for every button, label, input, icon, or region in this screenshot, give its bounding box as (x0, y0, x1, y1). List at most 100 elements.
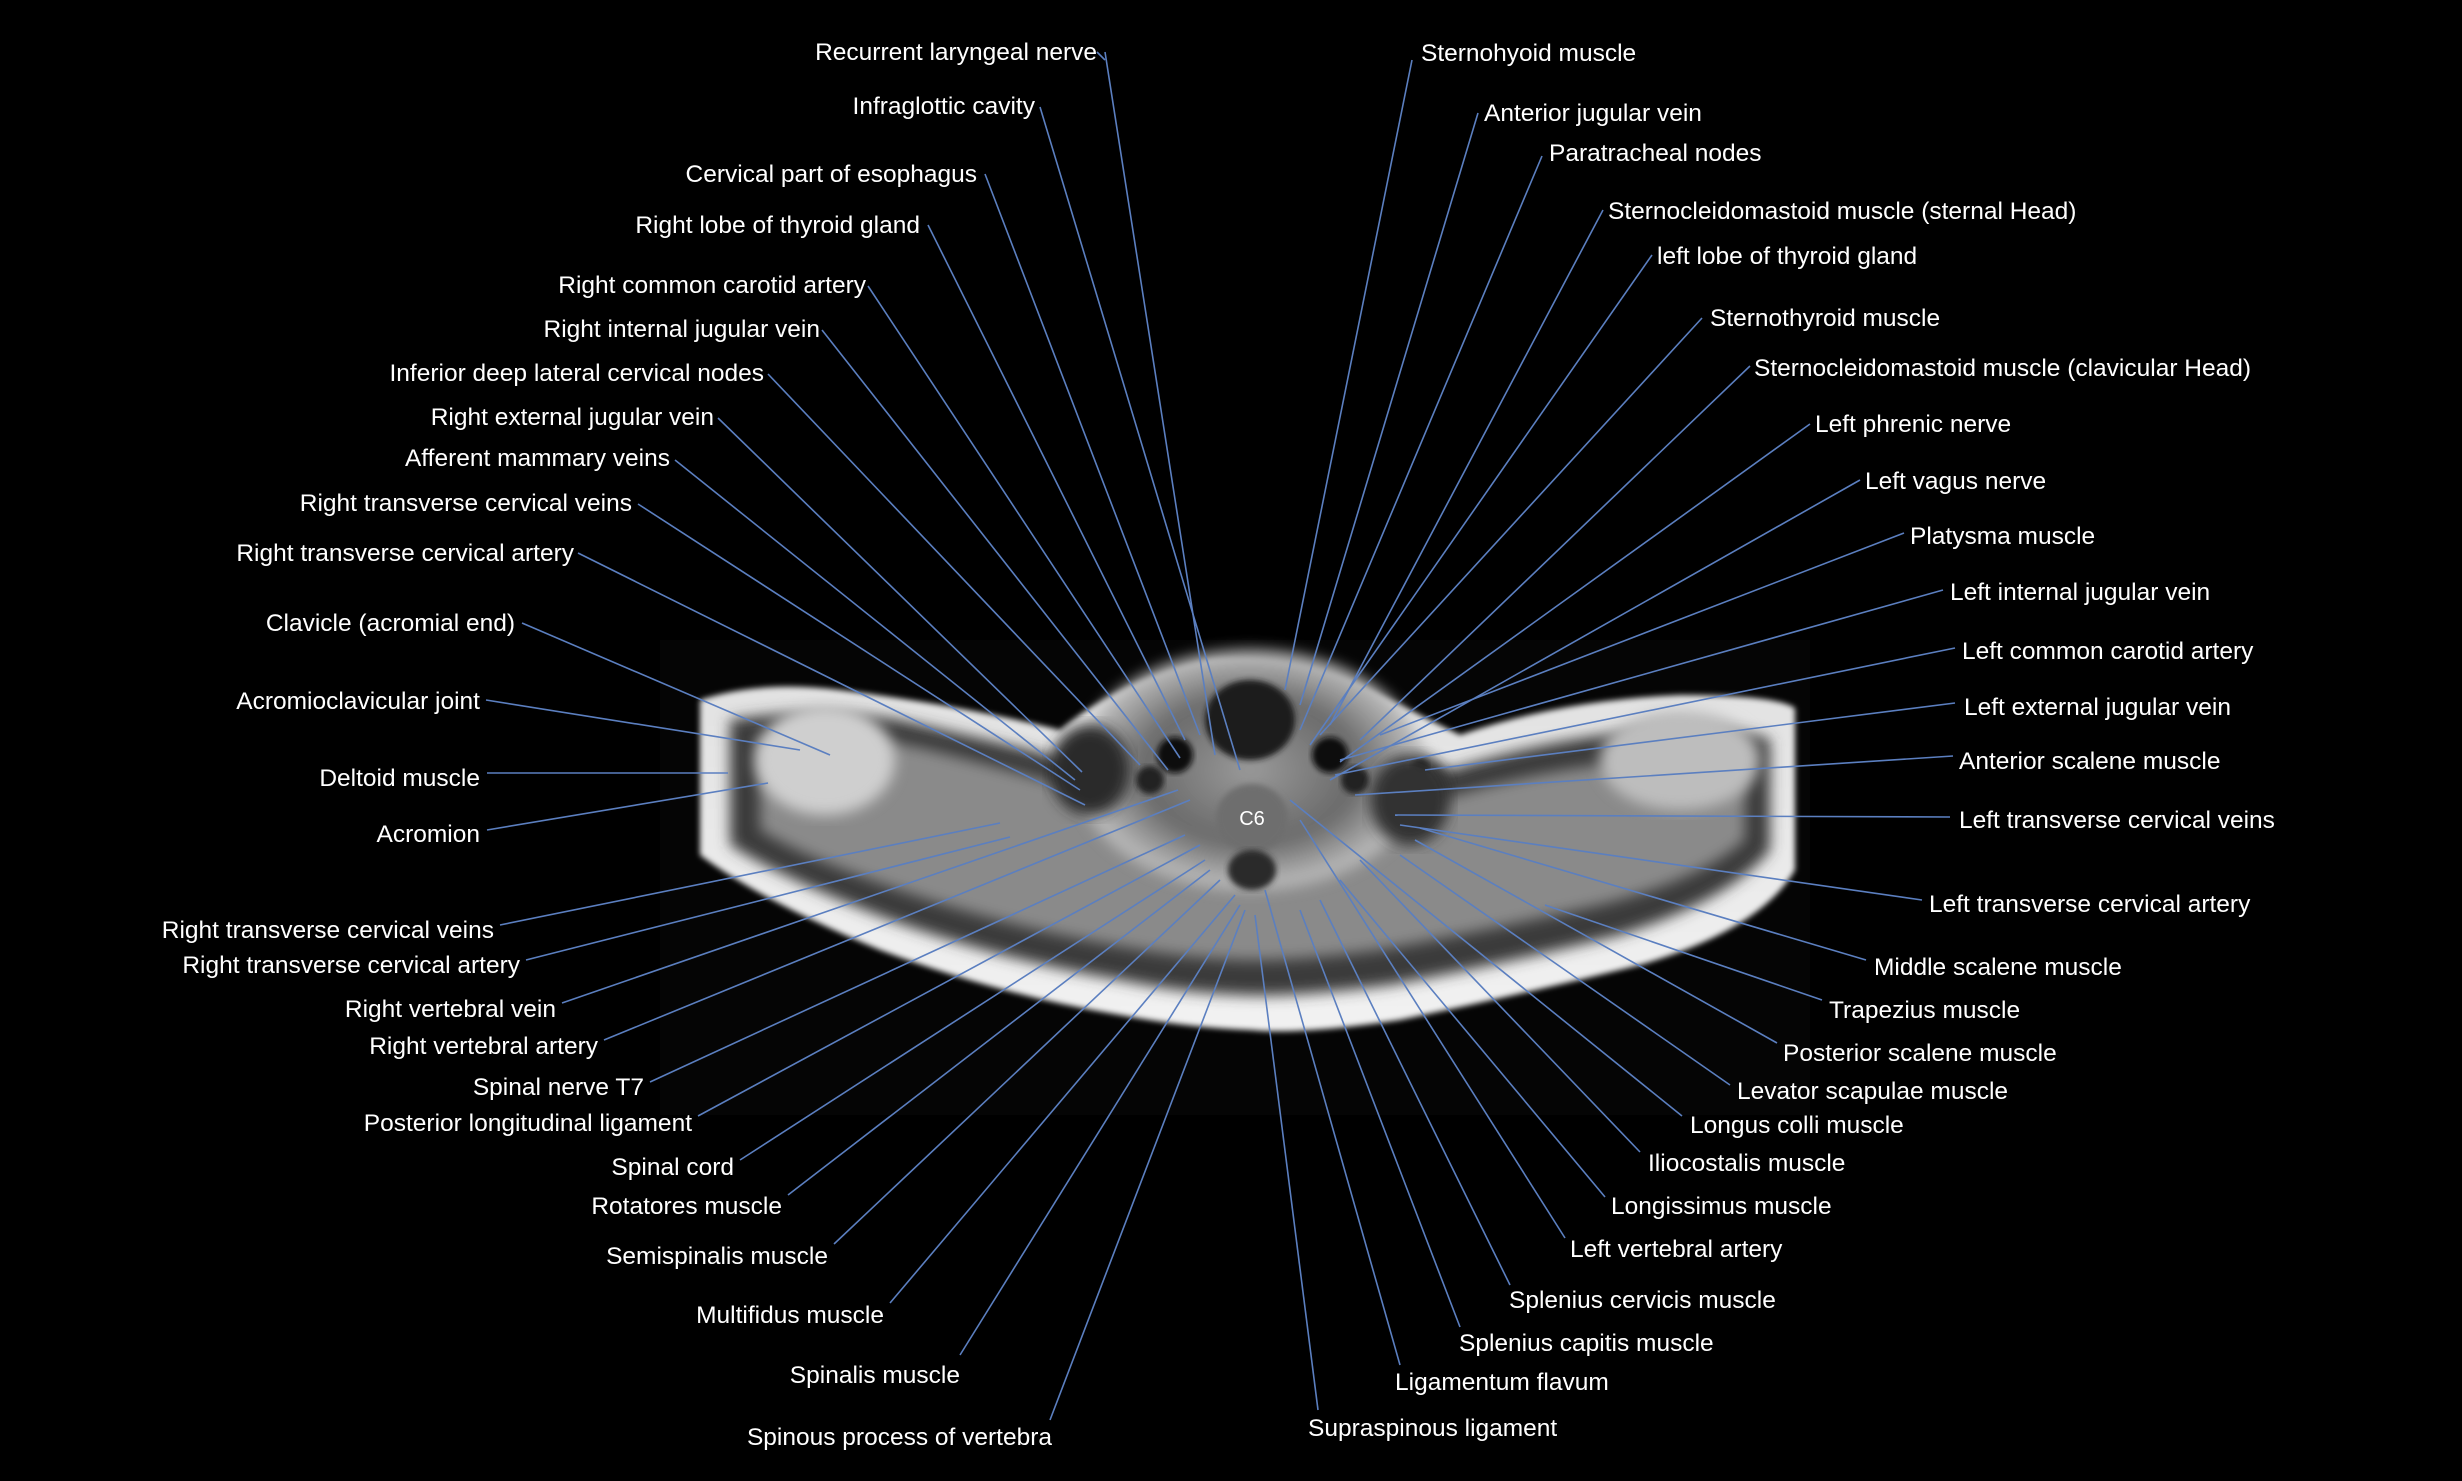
label-acromioclavicular-joint: Acromioclavicular joint (236, 688, 480, 715)
leader-line (1289, 799, 1683, 1117)
leader-line (1284, 59, 1413, 691)
leader-line (637, 503, 1081, 791)
label-deltoid-muscle: Deltoid muscle (319, 765, 480, 792)
label-afferent-mammary-veins: Afferent mammary veins (405, 445, 670, 472)
label-anterior-jugular-vein: Anterior jugular vein (1484, 100, 1702, 127)
leader-line (521, 622, 831, 756)
leader-line (1419, 827, 1867, 961)
leader-line (833, 879, 1221, 1245)
leader-line (1354, 755, 1954, 796)
label-left-transverse-cervical-artery: Left transverse cervical artery (1929, 891, 2251, 918)
leader-line (927, 224, 1186, 741)
label-spinous-process: Spinous process of vertebra (747, 1424, 1052, 1451)
label-right-external-jugular: Right external jugular vein (431, 404, 714, 431)
leader-line (1544, 904, 1823, 1001)
leader-line (1339, 423, 1811, 763)
label-splenius-cervicis: Splenius cervicis muscle (1509, 1287, 1776, 1314)
leader-line (767, 373, 1141, 766)
label-scm-sternal-head: Sternocleidomastoid muscle (sternal Head… (1608, 198, 2076, 225)
label-right-transverse-cervical-veins-1: Right transverse cervical veins (300, 490, 632, 517)
leader-line (1329, 479, 1861, 781)
label-acromion: Acromion (377, 821, 480, 848)
label-right-internal-jugular: Right internal jugular vein (544, 316, 820, 343)
leader-line (649, 834, 1186, 1083)
label-sternohyoid-muscle: Sternohyoid muscle (1421, 40, 1636, 67)
leader-line (1299, 819, 1566, 1239)
leader-line (1414, 839, 1778, 1044)
label-left-common-carotid: Left common carotid artery (1962, 638, 2254, 665)
leader-line (486, 782, 769, 831)
leader-line (1299, 112, 1479, 706)
label-trapezius-muscle: Trapezius muscle (1829, 997, 2020, 1024)
leader-line (821, 329, 1169, 771)
label-levator-scapulae: Levator scapulae muscle (1737, 1078, 2008, 1105)
label-spinal-cord: Spinal cord (611, 1154, 734, 1181)
leader-line (1424, 702, 1956, 771)
leader-line (1039, 106, 1241, 771)
leader-line (697, 844, 1201, 1117)
leader-line (525, 836, 1011, 961)
label-longus-colli: Longus colli muscle (1690, 1112, 1904, 1139)
label-multifidus-muscle: Multifidus muscle (696, 1302, 884, 1329)
leader-line (1049, 909, 1246, 1421)
leader-line (1334, 647, 1956, 776)
label-ligamentum-flavum: Ligamentum flavum (1395, 1369, 1609, 1396)
leader-line (1399, 854, 1731, 1086)
vertebra-level-label: C6 (1239, 808, 1265, 830)
right-labels: Sternohyoid muscle Anterior jugular vein… (1254, 40, 2275, 1442)
label-right-lobe-thyroid: Right lobe of thyroid gland (635, 212, 920, 239)
label-right-transverse-cervical-veins-2: Right transverse cervical veins (162, 917, 494, 944)
leader-line (1339, 589, 1944, 761)
leader-line (739, 859, 1206, 1161)
label-left-vertebral-artery: Left vertebral artery (1570, 1236, 1783, 1263)
label-anterior-scalene: Anterior scalene muscle (1959, 748, 2220, 775)
label-spinalis-muscle: Spinalis muscle (790, 1362, 960, 1389)
leader-line (984, 173, 1201, 736)
label-posterior-longitudinal-ligament: Posterior longitudinal ligament (364, 1110, 692, 1137)
label-infraglottic-cavity: Infraglottic cavity (853, 93, 1036, 120)
label-right-transverse-cervical-artery-1: Right transverse cervical artery (236, 540, 574, 567)
label-right-vertebral-vein: Right vertebral vein (345, 996, 556, 1023)
leader-line (1379, 532, 1905, 736)
label-left-internal-jugular: Left internal jugular vein (1950, 579, 2210, 606)
label-supraspinous-ligament: Supraspinous ligament (1308, 1415, 1557, 1442)
label-iliocostalis: Iliocostalis muscle (1648, 1150, 1845, 1177)
label-scm-clavicular-head: Sternocleidomastoid muscle (clavicular H… (1754, 355, 2251, 382)
label-spinal-nerve-t7: Spinal nerve T7 (473, 1074, 644, 1101)
label-clavicle-acromial-end: Clavicle (acromial end) (266, 610, 515, 637)
label-right-transverse-cervical-artery-2: Right transverse cervical artery (182, 952, 520, 979)
label-middle-scalene: Middle scalene muscle (1874, 954, 2122, 981)
leader-line (1359, 859, 1641, 1153)
leader-line (1359, 365, 1751, 741)
label-left-phrenic-nerve: Left phrenic nerve (1815, 411, 2011, 438)
leader-line (787, 869, 1211, 1196)
leader-line (1339, 879, 1606, 1198)
label-platysma-muscle: Platysma muscle (1910, 523, 2095, 550)
label-sternothyroid-muscle: Sternothyroid muscle (1710, 305, 1940, 332)
label-left-vagus-nerve: Left vagus nerve (1865, 468, 2046, 495)
leader-line (1299, 909, 1461, 1328)
left-labels: Recurrent laryngeal nerve Infraglottic c… (162, 39, 1246, 1451)
label-right-common-carotid: Right common carotid artery (558, 272, 866, 299)
leader-line (1104, 51, 1216, 756)
mri-cross-section: C6 (660, 640, 1810, 1115)
leader-line (889, 894, 1236, 1304)
label-left-external-jugular: Left external jugular vein (1964, 694, 2231, 721)
leader-line (561, 789, 1179, 1004)
label-posterior-scalene: Posterior scalene muscle (1783, 1040, 2057, 1067)
leader-line (717, 417, 1083, 773)
leader-line (577, 552, 1086, 806)
leader-line (1299, 155, 1543, 731)
leader-line (1329, 209, 1604, 726)
label-paratracheal-nodes: Paratracheal nodes (1549, 140, 1761, 167)
label-left-transverse-cervical-veins: Left transverse cervical veins (1959, 807, 2275, 834)
leader-line (1264, 889, 1401, 1366)
label-left-lobe-thyroid: left lobe of thyroid gland (1657, 243, 1917, 270)
leader-line (674, 459, 1076, 781)
leader-line (1309, 254, 1653, 746)
label-recurrent-laryngeal-nerve: Recurrent laryngeal nerve (815, 39, 1097, 66)
label-rotatores-muscle: Rotatores muscle (591, 1193, 782, 1220)
label-right-vertebral-artery: Right vertebral artery (369, 1033, 599, 1060)
leader-line (1254, 914, 1319, 1411)
